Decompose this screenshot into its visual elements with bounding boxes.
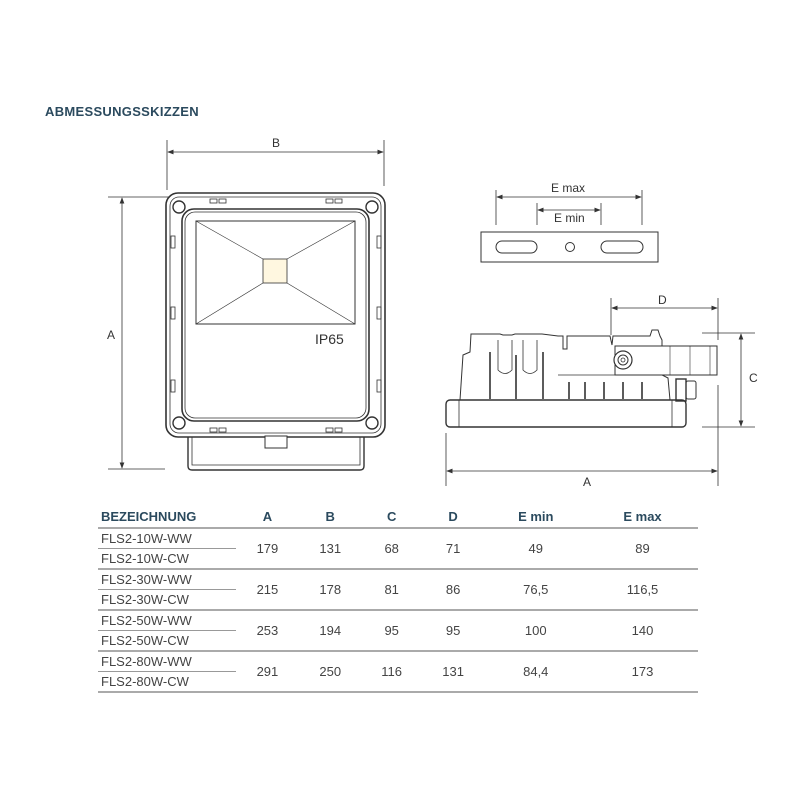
dimension-d-label: D (658, 293, 667, 307)
product-name: FLS2-10W-WW (98, 528, 236, 549)
housing-outline (165, 192, 386, 438)
header-b: B (298, 506, 362, 529)
value-d: 95 (421, 610, 485, 652)
value-a: 179 (236, 528, 299, 570)
value-e-max: 89 (587, 528, 698, 570)
value-c: 116 (361, 651, 422, 693)
table-row: FLS2-30W-CW (98, 589, 698, 611)
product-name: FLS2-80W-CW (98, 671, 236, 693)
value-a: 291 (236, 651, 299, 693)
dimension-drawings: B A IP65 E max E min (107, 136, 758, 489)
value-e-max: 116,5 (587, 569, 698, 611)
value-c: 95 (361, 610, 422, 652)
product-name: FLS2-80W-WW (98, 651, 236, 672)
dimension-c-label: C (749, 371, 758, 385)
value-a: 215 (236, 569, 299, 611)
header-c: C (361, 506, 422, 529)
value-e-min: 100 (484, 610, 588, 652)
value-e-max: 140 (587, 610, 698, 652)
header-bezeichnung: BEZEICHNUNG (98, 506, 236, 529)
mounting-plate-view: E max E min (480, 181, 659, 263)
header-d: D (421, 506, 485, 529)
value-b: 250 (298, 651, 362, 693)
header-e-min: E min (484, 506, 588, 529)
value-c: 68 (361, 528, 422, 570)
front-view: B A IP65 (107, 136, 386, 471)
cable-gland (675, 378, 687, 402)
dimension-emax-label: E max (551, 181, 585, 195)
side-view: D C A (445, 293, 758, 489)
dimension-a-label-side: A (583, 475, 591, 489)
ip-rating-label: IP65 (315, 331, 344, 347)
table-row: FLS2-50W-CW (98, 630, 698, 652)
led-chip (262, 258, 288, 284)
value-d: 71 (421, 528, 485, 570)
value-b: 178 (298, 569, 362, 611)
dimensions-table: BEZEICHNUNG A B C D E min E max FLS2-10W… (98, 506, 698, 693)
product-name: FLS2-50W-CW (98, 630, 236, 652)
table-header-row: BEZEICHNUNG A B C D E min E max (98, 506, 698, 529)
product-name: FLS2-30W-WW (98, 569, 236, 590)
header-e-max: E max (587, 506, 698, 529)
value-d: 86 (421, 569, 485, 611)
value-a: 253 (236, 610, 299, 652)
value-e-min: 84,4 (484, 651, 588, 693)
table-row: FLS2-80W-CW (98, 671, 698, 693)
product-name: FLS2-10W-CW (98, 548, 236, 570)
value-e-min: 76,5 (484, 569, 588, 611)
value-e-max: 173 (587, 651, 698, 693)
dimension-b-label: B (272, 136, 280, 150)
product-name: FLS2-30W-CW (98, 589, 236, 611)
value-b: 131 (298, 528, 362, 570)
value-e-min: 49 (484, 528, 588, 570)
dimension-a-label: A (107, 328, 115, 342)
dimension-emin-label: E min (554, 211, 585, 225)
housing-base (445, 399, 687, 428)
header-a: A (236, 506, 299, 529)
value-b: 194 (298, 610, 362, 652)
reflector-window (195, 220, 356, 325)
product-name: FLS2-50W-WW (98, 610, 236, 631)
mounting-bracket (187, 437, 365, 471)
section-title: ABMESSUNGSSKIZZEN (45, 104, 199, 119)
table-row: FLS2-10W-CW (98, 548, 698, 570)
value-d: 131 (421, 651, 485, 693)
value-c: 81 (361, 569, 422, 611)
